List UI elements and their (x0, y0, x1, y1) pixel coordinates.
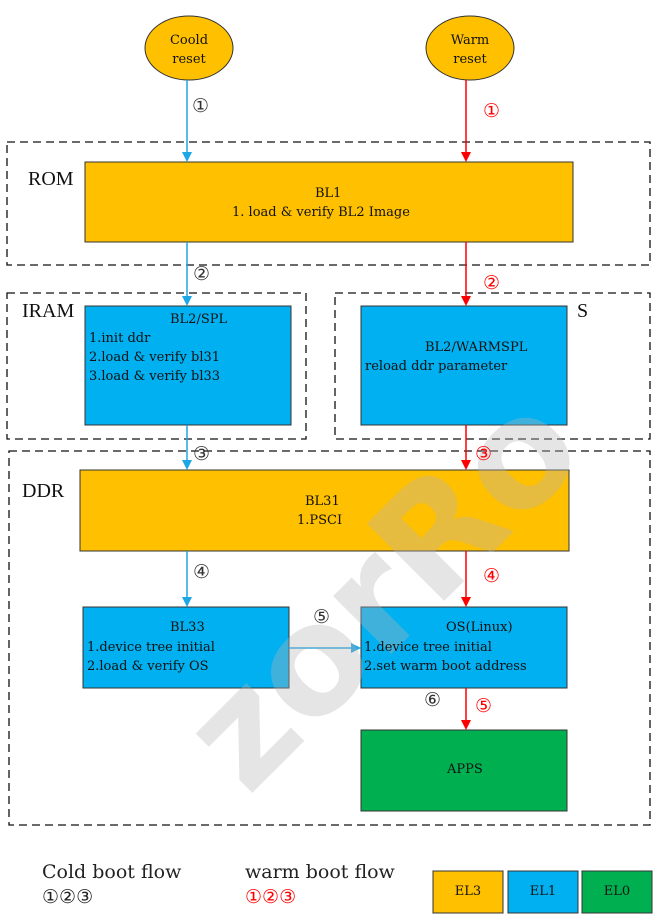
bl2-warmspl-title: BL2/WARMSPL (425, 340, 528, 355)
bl2-warmspl-line-1: reload ddr parameter (365, 359, 508, 374)
bl31-line-1: 1.PSCI (297, 513, 343, 528)
bl33-line-1: 1.device tree initial (87, 640, 215, 655)
legend-cold-flow-title: Cold boot flow (42, 861, 182, 883)
bl2-spl-line-2: 2.load & verify bl31 (89, 350, 221, 365)
warm-reset-label: Warm reset (450, 33, 490, 67)
os-linux-block (360, 606, 568, 689)
cold-step-6: ⑥ (424, 689, 442, 711)
legend-el0-swatch (581, 870, 653, 914)
bl31-block (79, 469, 570, 552)
legend-el3-label: EL3 (454, 884, 482, 899)
rom-region (6, 141, 651, 266)
bl31-title: BL31 (305, 494, 340, 509)
iram-region-label: IRAM (22, 300, 75, 322)
legend-el1-label: EL1 (529, 884, 557, 899)
legend-el3-swatch (432, 870, 504, 914)
cold-step-1: ① (192, 95, 210, 117)
apps-block (360, 729, 568, 812)
warm-step-5: ⑤ (475, 695, 493, 717)
iram-region (6, 292, 307, 440)
bl33-line-2: 2.load & verify OS (87, 659, 209, 674)
legend-el0-label: EL0 (603, 884, 631, 899)
warm-step-1: ① (483, 100, 501, 122)
legend-el1-swatch (507, 870, 579, 914)
cold-step-2: ② (193, 263, 211, 285)
legend-cold-flow-steps: ①②③ (42, 886, 94, 908)
legend-warm-flow-steps: ①②③ (245, 886, 297, 908)
cold-reset-label: Coold reset (169, 33, 209, 67)
bl33-title: BL33 (170, 620, 205, 635)
apps-title: APPS (447, 762, 483, 777)
ddr-region-label: DDR (22, 480, 65, 502)
bl2-spl-line-3: 3.load & verify bl33 (89, 369, 221, 384)
bl1-line-1: 1. load & verify BL2 Image (232, 205, 410, 220)
secure-region (334, 292, 651, 440)
bl2-spl-block (84, 305, 292, 426)
bl1-title: BL1 (315, 186, 342, 201)
bl2-warmspl-block (360, 305, 568, 426)
rom-region-label: ROM (28, 168, 74, 190)
warm-step-3: ③ (475, 443, 493, 465)
legend-warm-flow-title: warm boot flow (245, 861, 395, 883)
os-linux-line-2: 2.set warm boot address (364, 659, 527, 674)
os-linux-line-1: 1.device tree initial (364, 640, 492, 655)
warm-step-2: ② (483, 272, 501, 294)
warm-step-4: ④ (483, 565, 501, 587)
secure-region-label: S (577, 300, 589, 322)
cold-step-5: ⑤ (313, 606, 331, 628)
cold-step-3: ③ (193, 443, 211, 465)
cold-reset-oval (144, 15, 234, 81)
bl2-spl-title: BL2/SPL (170, 312, 228, 327)
bl1-block (84, 161, 574, 243)
cold-step-4: ④ (193, 561, 211, 583)
os-linux-title: OS(Linux) (446, 620, 513, 635)
bl33-block (82, 606, 290, 689)
warm-reset-oval (425, 15, 515, 81)
bl2-spl-line-1: 1.init ddr (89, 331, 151, 346)
